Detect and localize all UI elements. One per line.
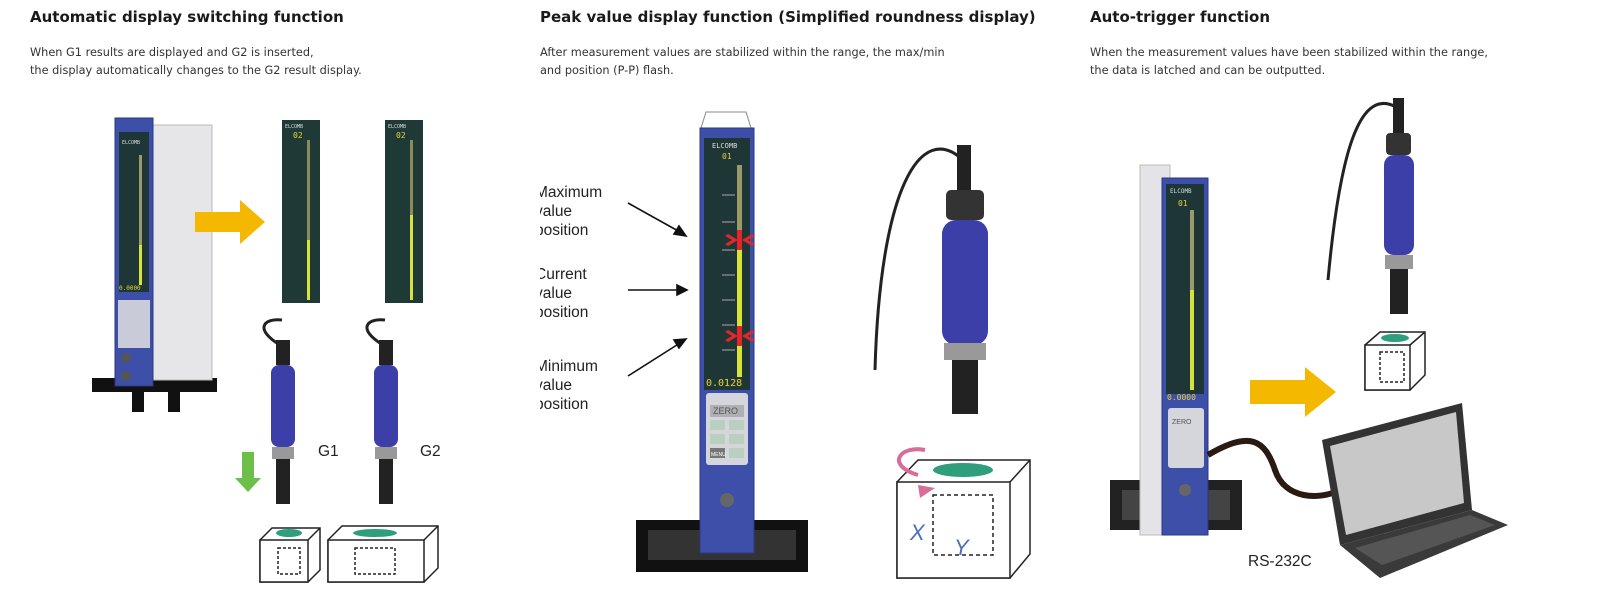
probe-label-g1: G1 — [318, 443, 339, 460]
arrow-max — [627, 202, 681, 233]
down-arrow-icon — [235, 452, 261, 492]
callout-current-text: position — [540, 304, 588, 321]
readout: 0.0128 — [706, 378, 742, 389]
section-auto-trigger: Auto-trigger function When the measureme… — [1090, 0, 1600, 608]
y-axis-label: Y — [954, 535, 970, 560]
display-panel-after: ELCOMB 02 — [385, 120, 423, 303]
illustration-display-switching: ELCOMB 0.0000 ELCOMB 02 ELCOMB 02 — [92, 117, 441, 583]
min-flash-marker — [725, 326, 755, 346]
desc-line: When G1 results are displayed and G2 is … — [30, 46, 314, 59]
section-description: After measurement values are stabilized … — [540, 44, 945, 80]
channel-readout: 01 — [722, 152, 732, 161]
illustration-auto-trigger: ELCOMB 01 0.0000 ZERO — [1110, 98, 1508, 578]
desc-line: the data is latched and can be outputted… — [1090, 64, 1326, 77]
probe-g1 — [262, 318, 295, 504]
section-title: Auto-trigger function — [1090, 8, 1271, 26]
callout-current-text: value — [540, 285, 572, 302]
section-peak-value-display: Peak value display function (Simplified … — [540, 0, 1085, 608]
callout-min-text: position — [540, 396, 588, 413]
workpiece — [896, 459, 1031, 579]
section-auto-display-switching: Automatic display switching function Whe… — [0, 0, 540, 608]
desc-line: After measurement values are stabilized … — [540, 46, 945, 59]
desc-line: the display automatically changes to the… — [30, 64, 362, 77]
column-gauge-device: ELCOMB 01 0.0000 ZERO — [1110, 164, 1242, 536]
brand-label: ELCOMB — [1170, 188, 1192, 195]
readout: 0.0000 — [1167, 393, 1196, 402]
x-axis-label: X — [909, 520, 926, 545]
brand-label: ELCOMB — [285, 124, 303, 130]
interface-label: RS-232C — [1248, 553, 1312, 570]
section-title: Automatic display switching function — [30, 8, 344, 26]
yellow-arrow-icon — [195, 200, 265, 244]
laptop-icon — [1322, 403, 1508, 578]
workpiece-g1 — [259, 527, 321, 583]
probe-label-g2: G2 — [420, 443, 441, 460]
section-description: When the measurement values have been st… — [1090, 44, 1488, 80]
callout-min-text: value — [540, 377, 572, 394]
rotation-arrow-icon — [897, 447, 926, 477]
probe — [1326, 98, 1414, 314]
menu-key: MENU — [711, 452, 726, 458]
brand-label: ELCOMB — [712, 142, 737, 150]
callout-min-text: Minimum — [540, 358, 598, 375]
section-description: When G1 results are displayed and G2 is … — [30, 44, 362, 80]
desc-line: When the measurement values have been st… — [1090, 46, 1488, 59]
illustration-peak-value: Maximum value position Current value pos… — [540, 111, 1031, 579]
column-gauge-device: ELCOMB 01 0.0128 ZERO MENU — [636, 111, 808, 572]
yellow-arrow-icon — [1250, 367, 1336, 417]
channel-readout: 01 — [1178, 199, 1188, 208]
callout-max-text: position — [540, 222, 588, 239]
brand-label: ELCOMB — [388, 124, 406, 130]
probe-g2 — [365, 318, 398, 504]
callout-max-text: value — [540, 203, 572, 220]
section-title: Peak value display function (Simplified … — [540, 8, 1036, 26]
arrow-min — [627, 342, 681, 377]
desc-line: and position (P-P) flash. — [540, 64, 674, 77]
channel-readout: 02 — [396, 131, 406, 140]
workpiece-g2 — [327, 525, 439, 583]
zero-key: ZERO — [713, 406, 738, 416]
probe — [873, 145, 988, 414]
display-panel-before: ELCOMB 02 — [282, 120, 320, 303]
brand-label: ELCOMB — [122, 140, 140, 146]
zero-key: ZERO — [1172, 419, 1192, 426]
callout-max-text: Maximum — [540, 184, 602, 201]
column-gauge-device: ELCOMB 0.0000 — [92, 117, 217, 412]
callout-current-text: Current — [540, 266, 587, 283]
rs232c-cable — [1206, 437, 1342, 499]
workpiece — [1364, 331, 1426, 391]
readout: 0.0000 — [119, 285, 141, 292]
max-flash-marker — [725, 230, 755, 250]
channel-readout: 02 — [293, 131, 303, 140]
